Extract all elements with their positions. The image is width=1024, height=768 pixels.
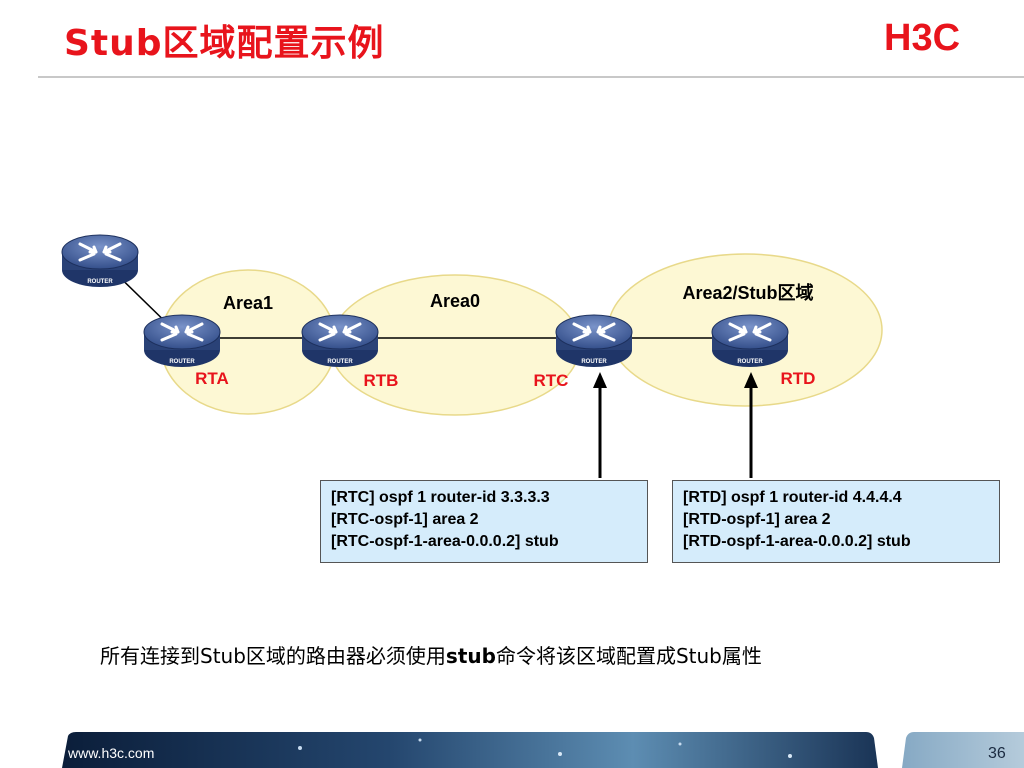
h3c-logo: H3C <box>884 18 960 58</box>
caption: 所有连接到Stub区域的路由器必须使用stub命令将该区域配置成Stub属性 <box>100 640 762 669</box>
router-icon-text: ROUTER <box>581 359 607 365</box>
labels-layer: Area1 Area0 Area2/Stub区域 RTA RTB RTC RTD <box>195 282 815 390</box>
footer-bar <box>62 732 1024 768</box>
router-label-rtd: RTD <box>781 369 816 388</box>
config-line: [RTD-ospf-1-area-0.0.0.2] stub <box>683 533 911 550</box>
rtc-config-box: [RTC] ospf 1 router-id 3.3.3.3 [RTC-ospf… <box>320 480 648 563</box>
router-label-rtc: RTC <box>534 371 569 390</box>
router-label-rta: RTA <box>195 369 229 388</box>
config-line: [RTC-ospf-1] area 2 <box>331 511 479 528</box>
config-line: [RTD-ospf-1] area 2 <box>683 511 831 528</box>
caption-prefix: 所有连接到Stub区域的路由器必须使用 <box>100 644 446 668</box>
config-arrow-head <box>744 372 758 388</box>
config-line: [RTC-ospf-1-area-0.0.0.2] stub <box>331 533 559 550</box>
router-ext-icon: ROUTER <box>61 234 139 287</box>
area-label-area1: Area1 <box>223 293 273 313</box>
routers-layer: ROUTER ROUTER ROUTER ROUTER ROUTER <box>61 234 789 367</box>
caption-keyword: stub <box>445 644 496 668</box>
area-label-area0: Area0 <box>430 291 480 311</box>
logo-text: H3C <box>884 18 960 58</box>
rtd-config-box: [RTD] ospf 1 router-id 4.4.4.4 [RTD-ospf… <box>672 480 1000 563</box>
config-line: [RTC] ospf 1 router-id 3.3.3.3 <box>331 489 550 506</box>
caption-suffix: 命令将该区域配置成Stub属性 <box>495 644 762 668</box>
router-icon-text: ROUTER <box>169 359 195 365</box>
slide-title: Stub区域配置示例 <box>64 23 385 64</box>
page-number: 36 <box>988 745 1006 762</box>
config-line: [RTD] ospf 1 router-id 4.4.4.4 <box>683 489 902 506</box>
config-arrow-head <box>593 372 607 388</box>
router-rtd-icon: ROUTER <box>711 314 789 367</box>
router-icon-text: ROUTER <box>327 359 353 365</box>
router-icon-text: ROUTER <box>87 279 113 285</box>
footer-url[interactable]: www.h3c.com <box>68 745 155 761</box>
arrows-layer <box>593 372 758 478</box>
title-divider <box>38 76 1024 78</box>
router-label-rtb: RTB <box>364 371 399 390</box>
area-label-area2: Area2/Stub区域 <box>682 282 813 303</box>
router-rtc-icon: ROUTER <box>555 314 633 367</box>
router-icon-text: ROUTER <box>737 359 763 365</box>
router-rta-icon: ROUTER <box>143 314 221 367</box>
router-rtb-icon: ROUTER <box>301 314 379 367</box>
